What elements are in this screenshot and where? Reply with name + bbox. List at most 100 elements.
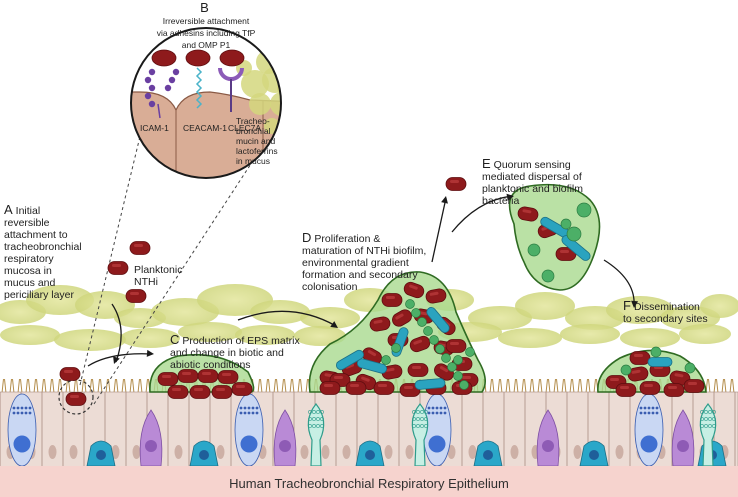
- nthi-bacterium: [425, 288, 447, 304]
- nthi-bacterium: [373, 381, 395, 395]
- magnifier-ring: [130, 27, 282, 179]
- granule: [20, 411, 24, 415]
- ciliated-cell-nucleus: [13, 435, 31, 453]
- cilium: [89, 378, 92, 394]
- mucin-granule: [312, 410, 316, 414]
- arrow-head: [330, 321, 338, 328]
- granule: [643, 411, 647, 415]
- arrow-head: [441, 196, 448, 204]
- granule: [647, 406, 651, 410]
- mucin-granule: [424, 424, 428, 428]
- mucus-blob: [0, 325, 60, 345]
- granule: [443, 406, 447, 410]
- coccus-bacterium: [650, 346, 662, 358]
- mucin-granule: [316, 410, 320, 414]
- arrow-head: [631, 300, 639, 308]
- cilium: [521, 378, 524, 394]
- cilium: [500, 378, 503, 394]
- biofilm-group: [149, 183, 707, 399]
- ciliated-cell-nucleus: [640, 435, 658, 453]
- bacterium-highlight: [620, 386, 629, 389]
- coccus-bacterium: [459, 380, 469, 390]
- secretory-cell: [671, 409, 695, 467]
- nthi-bacterium: [59, 367, 81, 381]
- granule: [255, 406, 259, 410]
- cell-nucleus: [342, 445, 351, 459]
- nthi-bacterium: [125, 289, 147, 303]
- cell-nucleus: [174, 445, 183, 459]
- cilium: [585, 378, 588, 394]
- granule: [28, 406, 32, 410]
- cilium: [276, 378, 279, 394]
- cell-nucleus: [132, 445, 141, 459]
- text-panel-e: Quorum sensing mediated dispersal of pla…: [482, 159, 583, 207]
- coccus-bacterium: [391, 343, 401, 353]
- mucin-granule: [704, 424, 708, 428]
- nthi-bacterium: [639, 381, 661, 395]
- nthi-bacterium: [107, 261, 129, 275]
- granule: [28, 411, 32, 415]
- secretory-nucleus: [677, 440, 689, 452]
- bacterium-highlight: [450, 342, 459, 345]
- nthi-bacterium: [445, 339, 467, 353]
- icam-bead: [148, 68, 156, 76]
- ciliated-cell: [7, 393, 37, 467]
- mucin-granule: [712, 417, 716, 421]
- letter-a: A: [4, 202, 13, 217]
- bacterium-highlight: [172, 388, 181, 391]
- mucin-granule: [320, 417, 324, 421]
- nthi-bacterium: [345, 381, 367, 395]
- mucin-granule: [420, 410, 424, 414]
- basal-nucleus: [365, 450, 375, 460]
- flow-arrow: [431, 197, 447, 263]
- mucus-blob: [250, 300, 310, 324]
- letter-d: D: [302, 230, 312, 245]
- cilium: [540, 378, 543, 394]
- label-clec: CLEC7A: [228, 123, 262, 133]
- granule: [239, 411, 243, 415]
- cell-nucleus: [48, 445, 57, 459]
- cilium: [140, 378, 143, 394]
- cilium: [548, 378, 551, 394]
- flow-arrow: [237, 310, 337, 327]
- cilium: [36, 378, 39, 394]
- cilium: [281, 378, 284, 394]
- cilium: [524, 378, 527, 394]
- cilium: [52, 378, 55, 394]
- bacterium-highlight: [350, 384, 359, 387]
- mucin-granule: [316, 424, 320, 428]
- cilium: [732, 378, 735, 394]
- cilium: [580, 378, 583, 394]
- mucin-granule: [424, 410, 428, 414]
- mucin-granule: [412, 417, 416, 421]
- bacterium-highlight: [450, 180, 459, 183]
- nthi-bacterium: [369, 316, 391, 332]
- coccus-bacterium: [441, 353, 451, 363]
- granule: [639, 406, 643, 410]
- icam-bead: [144, 76, 152, 84]
- cell-nucleus: [510, 445, 519, 459]
- granule: [647, 411, 651, 415]
- nthi-bacterium: [65, 392, 87, 406]
- mucus-blob: [515, 292, 575, 320]
- cilium: [556, 378, 559, 394]
- granule: [239, 406, 243, 410]
- cilium: [20, 378, 23, 394]
- mucin-granule: [704, 417, 708, 421]
- coccus-bacterium: [620, 364, 632, 376]
- nthi-bacterium: [629, 351, 651, 365]
- cilium: [260, 378, 263, 394]
- cell-nucleus: [384, 445, 393, 459]
- zoom-line-left: [79, 94, 151, 386]
- mucin-granule: [700, 424, 704, 428]
- granule: [651, 411, 655, 415]
- cilium: [124, 378, 127, 394]
- magnified-mucus: [249, 93, 271, 115]
- zoom-line-right: [93, 149, 261, 405]
- bacterium-highlight: [182, 372, 191, 375]
- cilium: [137, 378, 140, 394]
- cell-nucleus: [69, 445, 78, 459]
- cilium: [729, 378, 732, 394]
